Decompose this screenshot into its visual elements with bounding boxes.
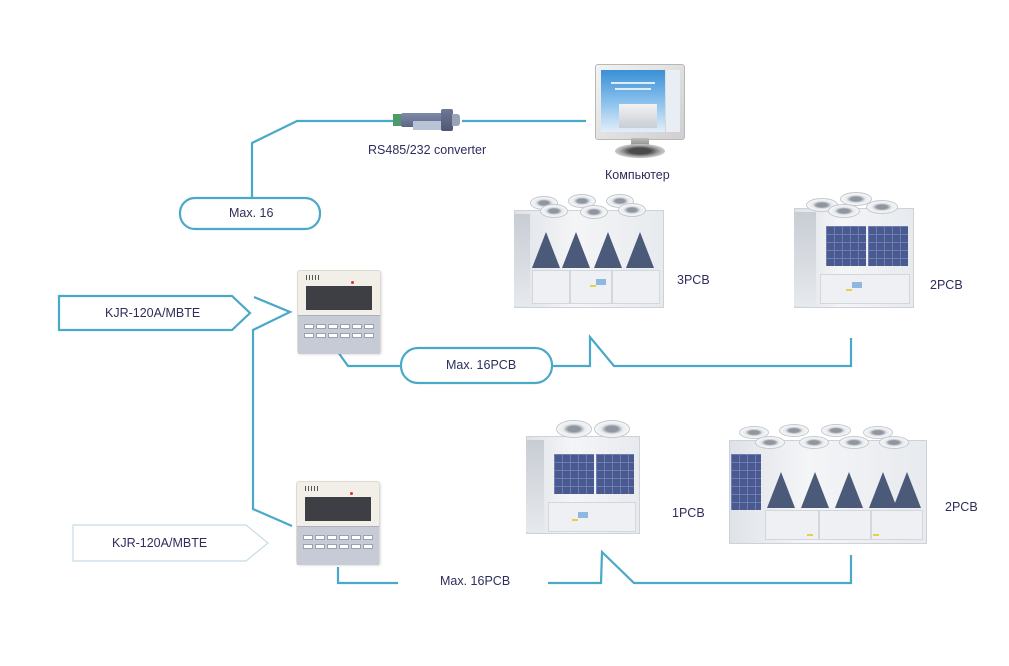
computer-label: Компьютер [605,168,670,182]
rs485-converter-icon [393,107,463,133]
max16-pill-label: Max. 16 [229,206,274,220]
bus-2-line-right [548,549,853,585]
bus-1-label: Max. 16PCB [446,358,517,372]
unit-2pcb-top-label: 2PCB [930,278,963,292]
bus-1-line-right [552,333,853,368]
wired-controller-2-icon [296,481,380,565]
unit-3pcb-label: 3PCB [677,273,710,287]
chiller-unit-1pcb-icon [522,418,644,536]
chiller-unit-2pcb-bottom-icon [727,424,927,546]
bus-2-line-left [336,567,398,585]
bus-1-line-left [337,351,401,368]
bus-2-label: Max. 16PCB [440,574,511,588]
controller-branch-line [251,295,293,528]
chiller-unit-3pcb-icon [510,192,670,310]
pc-link-line [250,119,394,198]
max16-pill-outline [178,196,322,231]
wired-controller-1-icon [297,270,381,354]
computer-monitor-icon [595,64,685,164]
kjr-box-2-outline [72,524,269,562]
chiller-unit-2pcb-top-icon [790,190,918,310]
unit-2pcb-bottom-label: 2PCB [945,500,978,514]
kjr-box-1-outline [57,294,252,332]
unit-1pcb-label: 1PCB [672,506,705,520]
converter-label: RS485/232 converter [368,143,487,157]
controller-1-label: KJR-120A/MBTE [105,306,201,320]
controller-2-label: KJR-120A/MBTE [112,536,208,550]
